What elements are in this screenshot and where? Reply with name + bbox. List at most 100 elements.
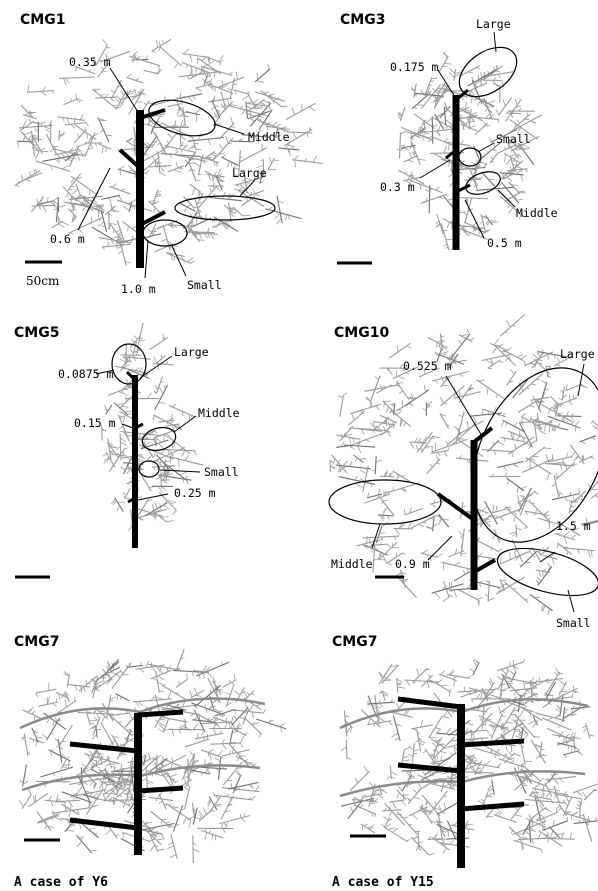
twig-shoot: [371, 401, 372, 407]
twig-shoot: [226, 136, 229, 143]
twig-shoot: [393, 828, 399, 832]
twig-shoot: [168, 134, 173, 139]
twig-shoot: [82, 206, 86, 211]
twig-shoot: [169, 842, 173, 844]
twig: [363, 466, 369, 493]
twig: [101, 723, 114, 745]
twig: [19, 121, 34, 131]
twig-shoot: [72, 189, 78, 194]
twig-shoot: [503, 466, 506, 470]
twig-shoot: [475, 773, 482, 774]
twig-shoot: [204, 705, 206, 707]
twig-shoot: [243, 215, 251, 216]
twig-shoot: [443, 351, 448, 356]
twig-shoot: [545, 681, 550, 683]
twig-shoot: [555, 714, 560, 718]
twig-shoot: [164, 96, 166, 103]
twig-shoot: [106, 830, 111, 835]
twig-shoot: [119, 166, 124, 169]
twig-shoot: [467, 723, 474, 725]
twig-shoot: [549, 789, 555, 790]
twig-shoot: [509, 752, 512, 756]
caption-y15: A case of Y15: [332, 875, 434, 890]
twig-shoot: [247, 91, 249, 93]
twig: [219, 123, 234, 140]
twig-shoot: [228, 89, 232, 91]
twig-shoot: [491, 222, 499, 223]
twig-shoot: [120, 697, 121, 700]
twig-shoot: [165, 822, 169, 823]
twig-shoot: [360, 470, 367, 473]
twig-shoot: [384, 816, 389, 820]
twig-shoot: [494, 450, 496, 454]
twig-shoot: [154, 357, 157, 364]
twig-shoot: [537, 577, 541, 582]
twig-shoot: [567, 800, 569, 803]
twig-shoot: [65, 78, 69, 83]
twig-shoot: [487, 730, 490, 733]
twig-shoot: [504, 147, 505, 150]
twig: [125, 488, 130, 498]
twig-shoot: [474, 185, 476, 187]
twig-shoot: [521, 486, 527, 488]
twig-shoot: [118, 722, 122, 723]
twig-shoot: [399, 391, 403, 394]
twig-shoot: [212, 834, 213, 839]
twig: [185, 739, 209, 747]
twig-shoot: [257, 81, 264, 83]
twig-shoot: [491, 359, 492, 366]
twig-shoot: [446, 441, 448, 444]
panel-title-cmg3: CMG3: [340, 12, 385, 28]
twig-shoot: [534, 784, 540, 788]
twig: [169, 406, 195, 417]
twig-shoot: [112, 184, 116, 188]
twig: [109, 212, 110, 229]
twig-shoot: [468, 676, 471, 678]
twig-shoot: [435, 802, 436, 806]
twig-shoot: [136, 78, 139, 80]
twig-shoot: [496, 71, 501, 72]
height-label-cmg5-1: 0.15 m: [74, 416, 116, 430]
twig-shoot: [477, 597, 483, 599]
twig: [454, 572, 469, 581]
twig-shoot: [208, 234, 209, 238]
twig-shoot: [517, 355, 523, 357]
twig-shoot: [231, 117, 233, 125]
twig-shoot: [185, 476, 187, 479]
twig-shoot: [508, 479, 509, 484]
twig-shoot: [117, 695, 118, 700]
twig-shoot: [155, 762, 157, 767]
twig-shoot: [498, 74, 500, 78]
twig-shoot: [511, 760, 514, 763]
twig: [85, 132, 95, 156]
twig-shoot: [78, 786, 83, 792]
twig-shoot: [383, 500, 388, 501]
twig-shoot: [102, 39, 107, 45]
height-label-cmg3-2: 0.5 m: [487, 236, 522, 250]
twig: [350, 404, 381, 414]
twig: [500, 315, 525, 337]
twig-shoot: [449, 841, 454, 845]
height-label-cmg10-1: 1.5 m: [556, 519, 591, 533]
twig: [229, 783, 259, 789]
twig-shoot: [558, 543, 559, 547]
twig-shoot: [117, 404, 123, 406]
twig-shoot: [62, 158, 67, 161]
twig-shoot: [569, 394, 570, 400]
twig: [156, 356, 166, 364]
twig: [454, 69, 456, 81]
twig-shoot: [449, 72, 454, 77]
twig-shoot: [380, 384, 382, 390]
panel-cmg7-y15: CMG7 A case of Y15: [332, 634, 598, 890]
twig-shoot: [209, 830, 211, 833]
twig-shoot: [569, 500, 571, 503]
twig-shoot: [156, 437, 157, 444]
twig-shoot: [511, 113, 513, 118]
panel-cmg3: CMG3 0.175 m 0.3 m 0.5 m Large Small Mid…: [337, 12, 558, 263]
group-label-cmg5-small: Small: [204, 465, 239, 479]
twig-shoot: [28, 85, 30, 92]
twig-shoot: [517, 120, 520, 124]
twig: [156, 671, 160, 692]
twig-shoot: [292, 108, 295, 115]
twig: [96, 662, 119, 682]
